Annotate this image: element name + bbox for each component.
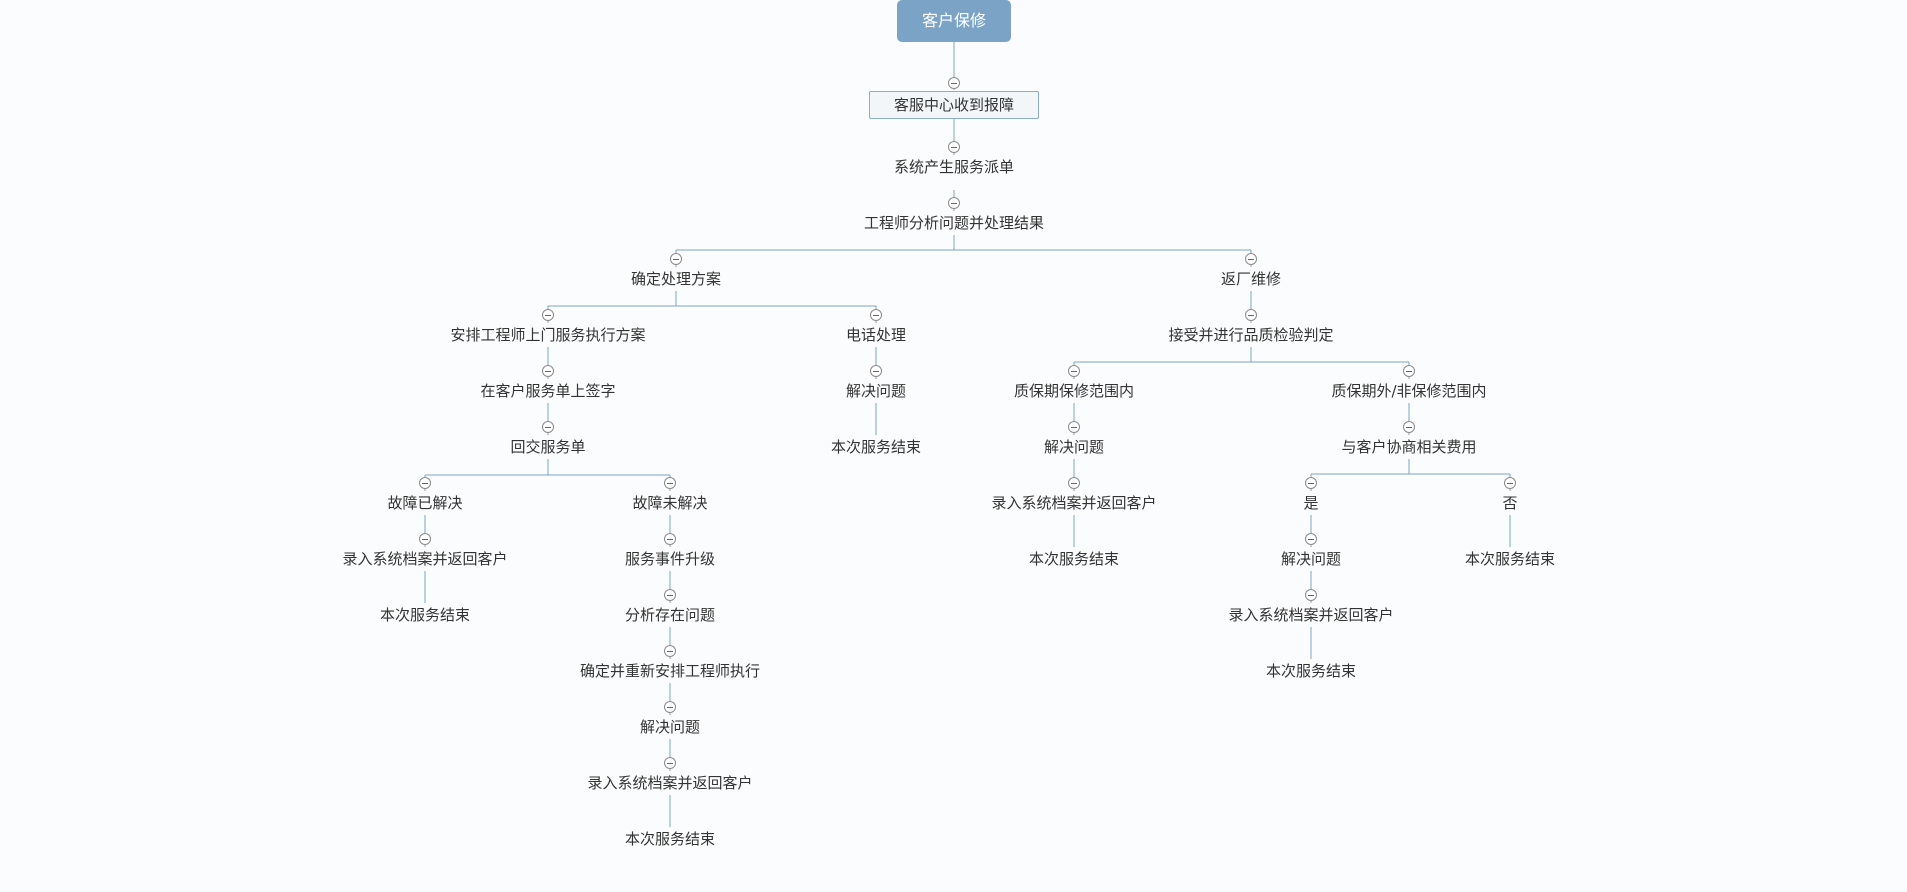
collapse-toggle[interactable]	[1504, 477, 1516, 489]
node-analyze[interactable]: 分析存在问题	[618, 603, 722, 627]
collapse-toggle[interactable]	[419, 477, 431, 489]
node-end[interactable]: 本次服务结束	[373, 603, 477, 627]
node-end[interactable]: 本次服务结束	[1259, 659, 1363, 683]
collapse-toggle[interactable]	[1305, 589, 1317, 601]
collapse-toggle[interactable]	[664, 645, 676, 657]
collapse-toggle[interactable]	[1403, 421, 1415, 433]
collapse-toggle[interactable]	[870, 309, 882, 321]
node-solve[interactable]: 解决问题	[633, 715, 707, 739]
node-in-warranty[interactable]: 质保期保修范围内	[1007, 379, 1141, 403]
node-return-order[interactable]: 回交服务单	[504, 435, 592, 459]
collapse-toggle[interactable]	[870, 365, 882, 377]
collapse-toggle[interactable]	[1068, 421, 1080, 433]
collapse-toggle[interactable]	[1403, 365, 1415, 377]
node-service-center[interactable]: 客服中心收到报障	[869, 91, 1039, 119]
collapse-toggle[interactable]	[1068, 477, 1080, 489]
collapse-toggle[interactable]	[948, 77, 960, 89]
node-record[interactable]: 录入系统档案并返回客户	[336, 547, 514, 571]
node-inspection[interactable]: 接受并进行品质检验判定	[1162, 323, 1340, 347]
node-reassign[interactable]: 确定并重新安排工程师执行	[573, 659, 767, 683]
collapse-toggle[interactable]	[664, 701, 676, 713]
root-node[interactable]: 客户保修	[897, 0, 1011, 42]
node-escalate[interactable]: 服务事件升级	[618, 547, 722, 571]
node-end[interactable]: 本次服务结束	[824, 435, 928, 459]
node-out-warranty[interactable]: 质保期外/非保修范围内	[1325, 379, 1493, 403]
collapse-toggle[interactable]	[664, 757, 676, 769]
collapse-toggle[interactable]	[1305, 533, 1317, 545]
collapse-toggle[interactable]	[664, 533, 676, 545]
node-record[interactable]: 录入系统档案并返回客户	[581, 771, 759, 795]
node-sign[interactable]: 在客户服务单上签字	[474, 379, 622, 403]
node-engineer-analysis[interactable]: 工程师分析问题并处理结果	[857, 211, 1051, 235]
node-record[interactable]: 录入系统档案并返回客户	[985, 491, 1163, 515]
collapse-toggle[interactable]	[542, 421, 554, 433]
collapse-toggle[interactable]	[1245, 309, 1257, 321]
node-return-factory[interactable]: 返厂维修	[1214, 267, 1288, 291]
node-end[interactable]: 本次服务结束	[1022, 547, 1126, 571]
node-no[interactable]: 否	[1496, 491, 1524, 515]
node-onsite[interactable]: 安排工程师上门服务执行方案	[444, 323, 652, 347]
node-end[interactable]: 本次服务结束	[618, 827, 722, 851]
node-system-order[interactable]: 系统产生服务派单	[887, 155, 1021, 179]
node-solve[interactable]: 解决问题	[839, 379, 913, 403]
collapse-toggle[interactable]	[542, 365, 554, 377]
node-plan[interactable]: 确定处理方案	[624, 267, 728, 291]
node-solve[interactable]: 解决问题	[1037, 435, 1111, 459]
collapse-toggle[interactable]	[948, 197, 960, 209]
collapse-toggle[interactable]	[1068, 365, 1080, 377]
collapse-toggle[interactable]	[948, 141, 960, 153]
node-yes[interactable]: 是	[1297, 491, 1325, 515]
node-solve[interactable]: 解决问题	[1274, 547, 1348, 571]
node-unresolved[interactable]: 故障未解决	[626, 491, 714, 515]
node-phone[interactable]: 电话处理	[839, 323, 913, 347]
collapse-toggle[interactable]	[419, 533, 431, 545]
collapse-toggle[interactable]	[670, 253, 682, 265]
node-resolved[interactable]: 故障已解决	[381, 491, 469, 515]
node-record[interactable]: 录入系统档案并返回客户	[1222, 603, 1400, 627]
node-end[interactable]: 本次服务结束	[1458, 547, 1562, 571]
collapse-toggle[interactable]	[664, 589, 676, 601]
collapse-toggle[interactable]	[1245, 253, 1257, 265]
node-negotiate-fee[interactable]: 与客户协商相关费用	[1335, 435, 1483, 459]
collapse-toggle[interactable]	[664, 477, 676, 489]
collapse-toggle[interactable]	[1305, 477, 1317, 489]
collapse-toggle[interactable]	[542, 309, 554, 321]
